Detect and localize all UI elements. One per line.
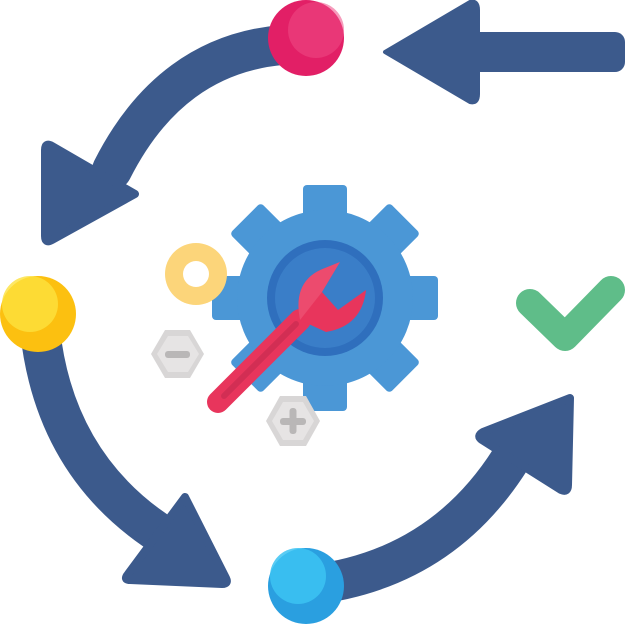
top-left-curved-arrow-icon (41, 25, 302, 246)
plus-bolt-icon (266, 396, 320, 446)
minus-bolt-icon (151, 330, 204, 378)
wrench-icon (207, 262, 366, 413)
check-icon (516, 276, 625, 351)
bottom-left-curved-arrow-icon (20, 310, 231, 588)
pink-node-icon (268, 0, 344, 76)
top-right-arrow-icon (383, 0, 625, 105)
washer-icon (165, 243, 227, 305)
yellow-node-icon (0, 276, 76, 352)
bottom-right-curved-arrow-icon (290, 394, 574, 605)
blue-node-icon (268, 548, 344, 624)
